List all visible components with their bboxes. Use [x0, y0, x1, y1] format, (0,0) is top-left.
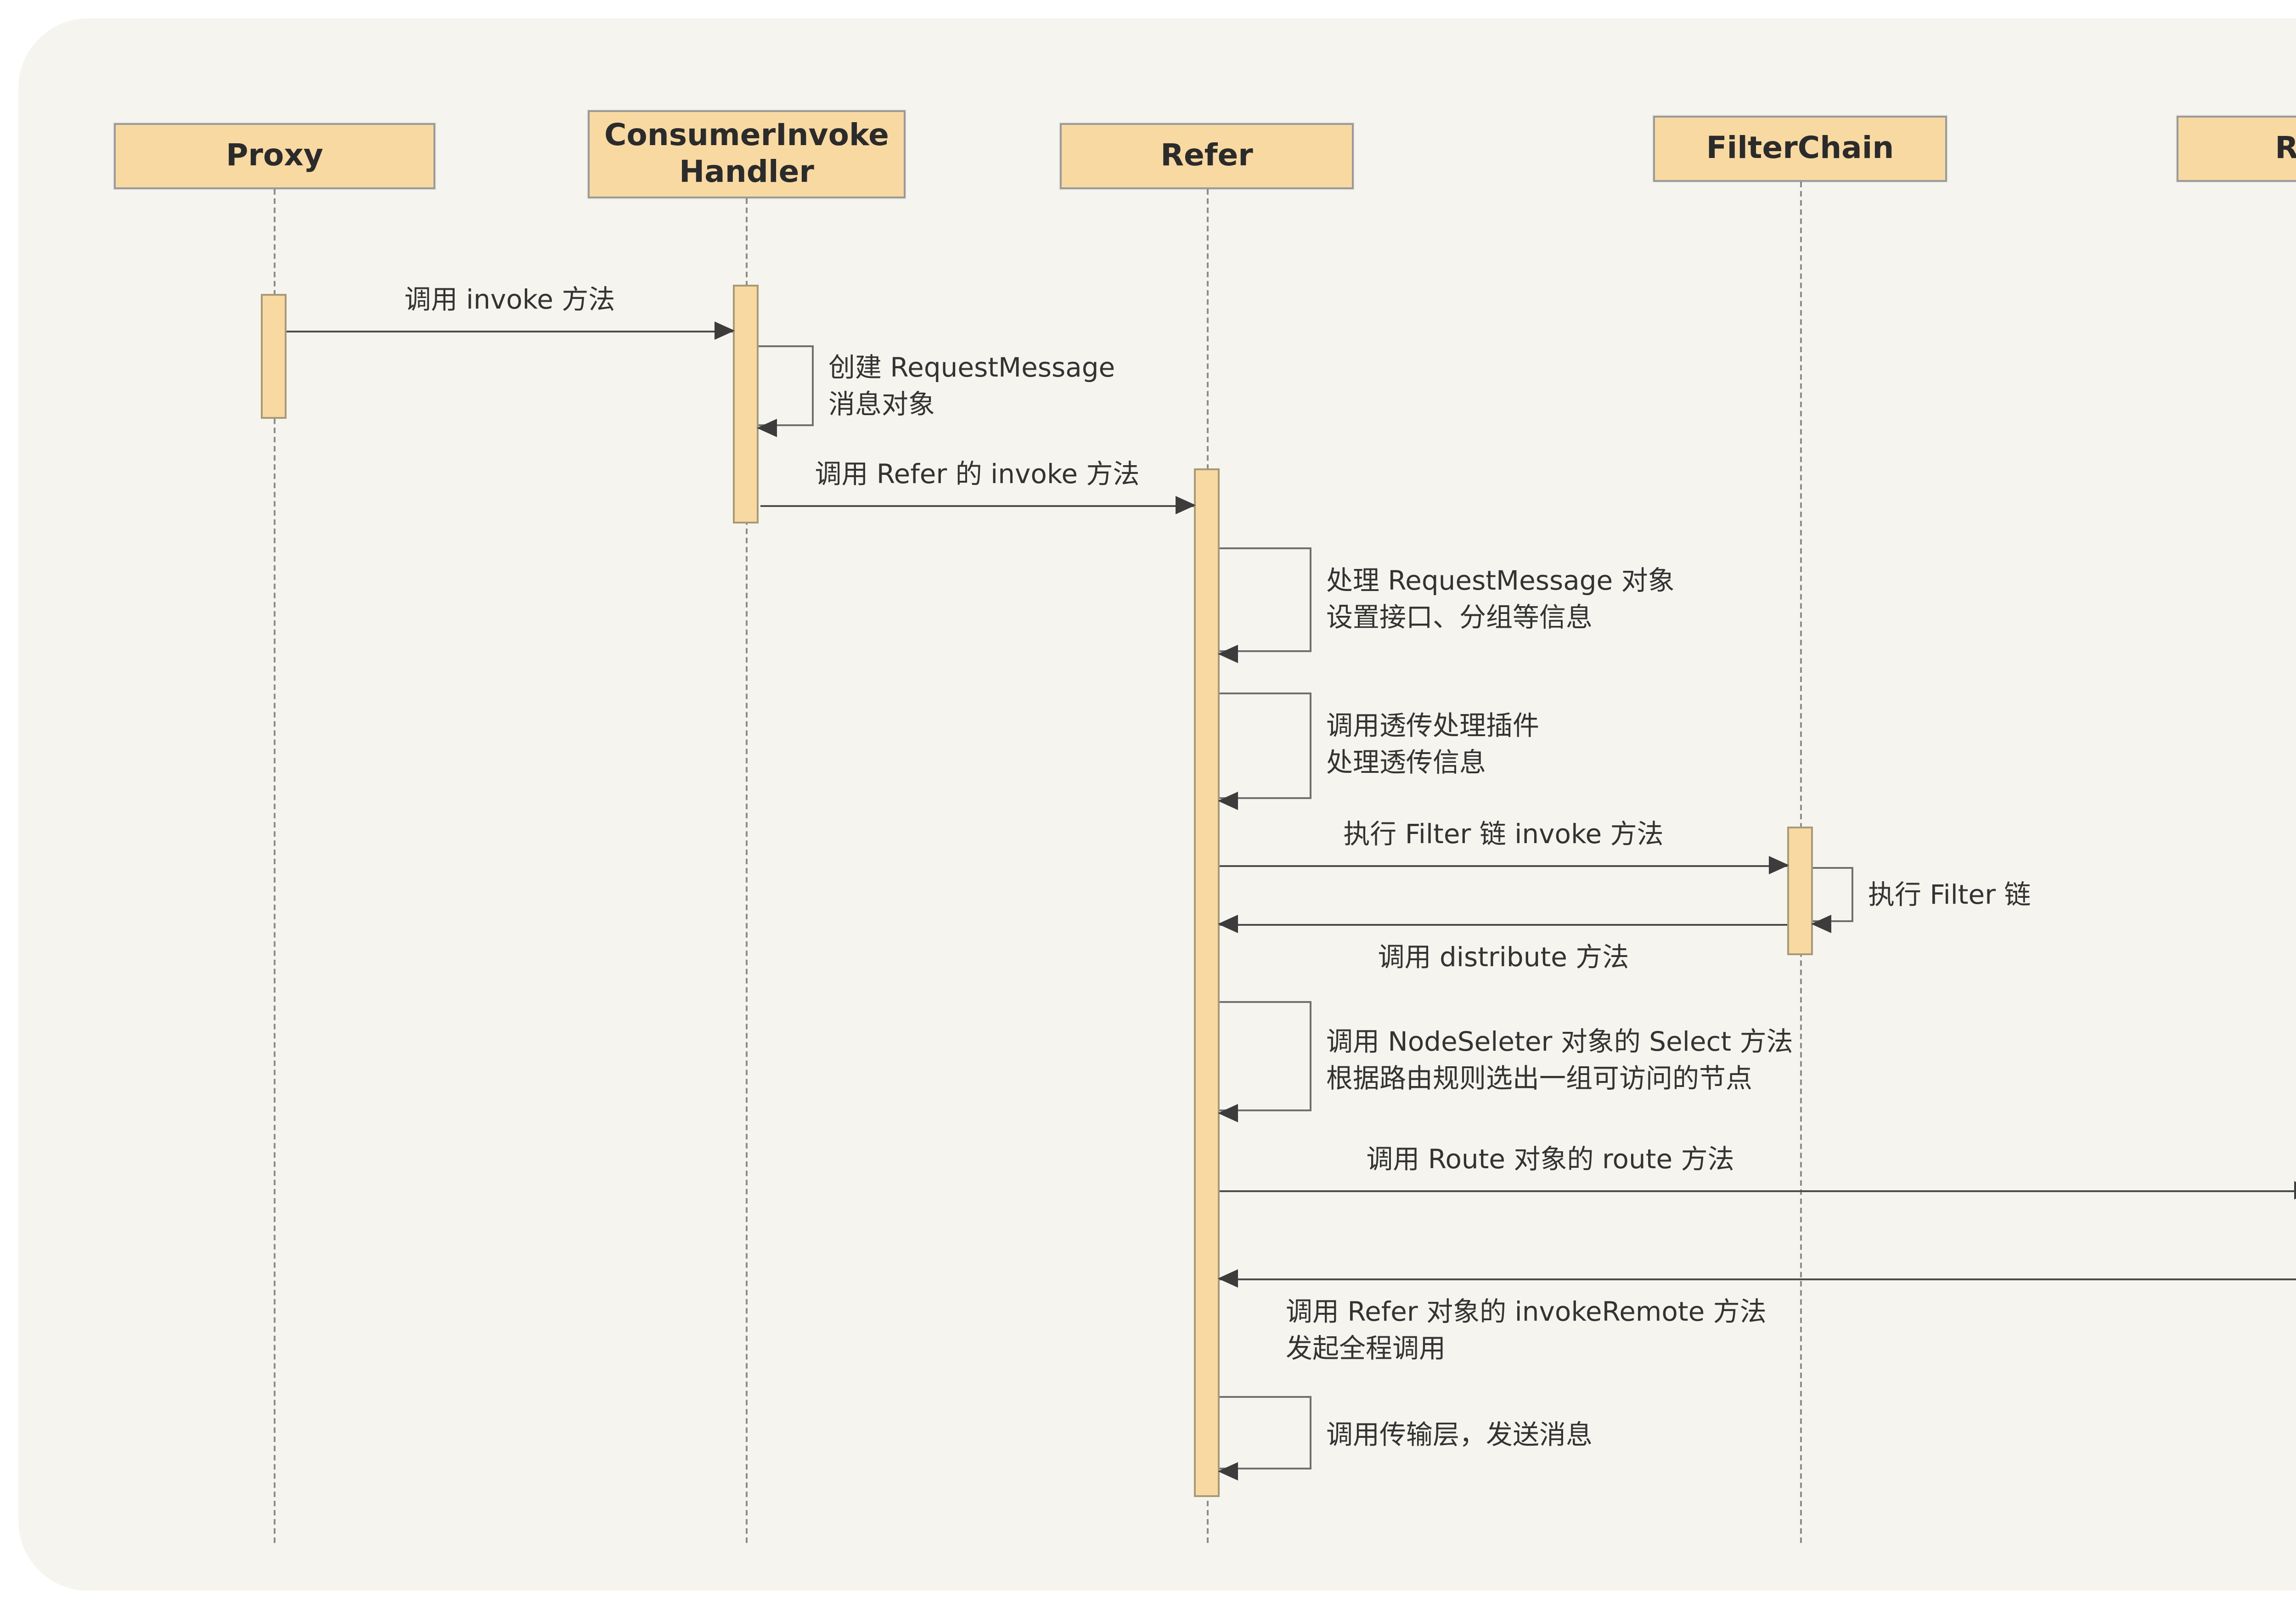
arrowhead-left-icon	[1218, 644, 1238, 662]
message-12-arrow: 调用 Refer 对象的 invokeRemote 方法 发起全程调用	[1218, 1269, 2296, 1364]
message-5-label: 调用透传处理插件 处理透传信息	[1326, 713, 1539, 780]
activation-proxy	[261, 294, 287, 419]
participant-consumer-invoke-handler: ConsumerInvoke Handler	[588, 110, 906, 198]
arrowhead-left-icon	[757, 418, 777, 436]
participant-proxy: Proxy	[114, 123, 435, 189]
arrowhead-left-icon	[1218, 791, 1238, 809]
message-8-arrow: 调用 distribute 方法	[1218, 915, 1787, 974]
message-10-arrow: 调用 Route 对象的 route 方法	[1220, 1147, 2296, 1199]
message-10-label: 调用 Route 对象的 route 方法	[1366, 1147, 1734, 1177]
message-1-label: 调用 invoke 方法	[404, 287, 615, 317]
participant-route: Route	[2177, 116, 2296, 182]
arrowhead-right-icon	[1176, 496, 1196, 514]
arrowhead-left-icon	[1811, 914, 1831, 932]
message-13-label: 调用传输层，发送消息	[1326, 1422, 1593, 1451]
participant-route-label: Route	[2275, 130, 2296, 167]
message-9-self-loop: 调用 NodeSeleter 对象的 Select 方法 根据路由规则选出一组可…	[1218, 1001, 1793, 1121]
arrowhead-left-icon	[1218, 1461, 1238, 1480]
message-4-label: 处理 RequestMessage 对象 设置接口、分组等信息	[1326, 568, 1675, 635]
arrowhead-left-icon	[1218, 1269, 1238, 1288]
message-5-self-loop: 调用透传处理插件 处理透传信息	[1218, 692, 1539, 809]
diagram-panel: Proxy ConsumerInvoke Handler Refer Filte…	[18, 18, 2296, 1591]
message-2-self-loop: 创建 RequestMessage 消息对象	[757, 345, 1115, 436]
arrowhead-left-icon	[1218, 1103, 1238, 1121]
participant-refer: Refer	[1060, 123, 1354, 189]
message-3-label: 调用 Refer 的 invoke 方法	[815, 462, 1140, 491]
lifeline-consumer-invoke-handler	[746, 198, 748, 1543]
message-7-self-loop: 执行 Filter 链	[1811, 867, 2031, 932]
lifeline-proxy	[274, 189, 276, 1543]
message-3-arrow: 调用 Refer 的 invoke 方法	[760, 462, 1196, 514]
message-12-label: 调用 Refer 对象的 invokeRemote 方法 发起全程调用	[1286, 1299, 1767, 1364]
participant-filterchain: FilterChain	[1653, 116, 1947, 182]
arrowhead-right-icon	[715, 321, 735, 340]
message-9-label: 调用 NodeSeleter 对象的 Select 方法 根据路由规则选出一组可…	[1326, 1029, 1793, 1096]
participant-proxy-label: Proxy	[226, 138, 323, 173]
arrowhead-left-icon	[1218, 915, 1238, 933]
participant-filterchain-label: FilterChain	[1706, 130, 1894, 166]
message-4-self-loop: 处理 RequestMessage 对象 设置接口、分组等信息	[1218, 547, 1675, 662]
participant-refer-label: Refer	[1160, 138, 1253, 173]
message-13-self-loop: 调用传输层，发送消息	[1218, 1396, 1593, 1480]
message-7-label: 执行 Filter 链	[1868, 882, 2031, 911]
message-6-label: 执行 Filter 链 invoke 方法	[1343, 822, 1664, 851]
arrowhead-right-icon	[2294, 1181, 2296, 1199]
arrowhead-right-icon	[1769, 856, 1789, 874]
message-8-label: 调用 distribute 方法	[1378, 944, 1629, 974]
activation-refer	[1194, 468, 1220, 1497]
message-1-arrow: 调用 invoke 方法	[287, 287, 735, 340]
activation-consumer-invoke-handler	[733, 285, 759, 524]
message-6-arrow: 执行 Filter 链 invoke 方法	[1220, 822, 1789, 874]
activation-filterchain	[1787, 827, 1813, 955]
participant-consumer-invoke-handler-label: ConsumerInvoke Handler	[604, 118, 889, 189]
message-2-label: 创建 RequestMessage 消息对象	[828, 355, 1115, 422]
